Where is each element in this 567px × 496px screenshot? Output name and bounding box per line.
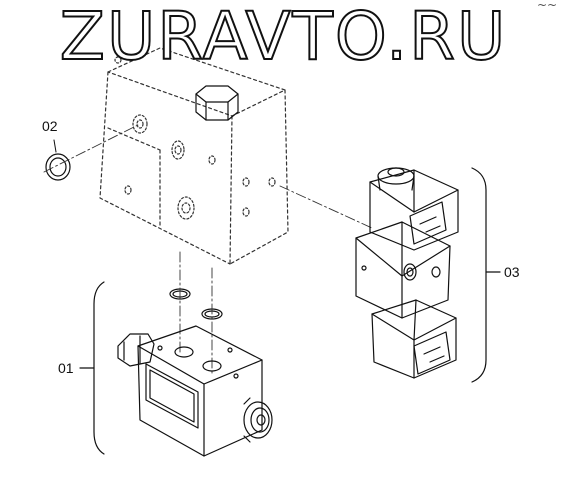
block-ports — [114, 56, 276, 220]
block-hex-bolt — [195, 85, 239, 121]
solenoid-valve-03 — [355, 167, 459, 379]
corner-mark: ~~ — [537, 0, 558, 12]
callout-02: 02 — [42, 118, 58, 134]
watermark-text: ZURAVTO.RU — [59, 0, 508, 75]
callout-01: 01 — [58, 360, 74, 376]
callout-03: 03 — [504, 264, 520, 280]
relief-valve-01 — [117, 325, 273, 457]
o-rings — [169, 288, 223, 320]
center-lines — [43, 123, 373, 375]
bracket-01 — [79, 281, 105, 455]
seal-ring-02 — [45, 153, 71, 181]
leader-02 — [53, 139, 57, 153]
valve-block — [99, 47, 289, 265]
bracket-03 — [471, 167, 501, 383]
